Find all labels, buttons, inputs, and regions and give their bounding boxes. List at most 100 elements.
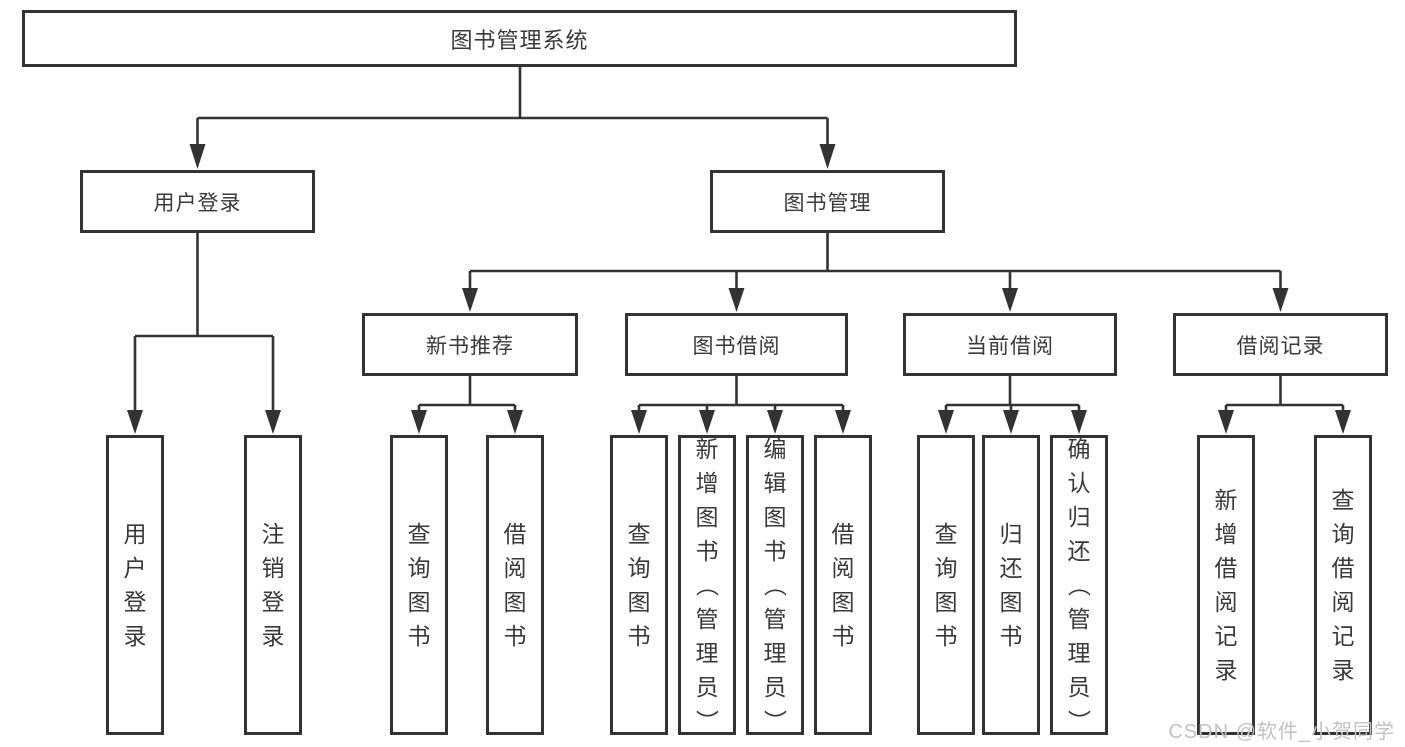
leaf-label-char: 图 <box>407 589 431 615</box>
leaf-label-char: 书 <box>999 623 1023 649</box>
leaf-label-char: 员 <box>1067 674 1091 700</box>
leaf-label-char: 记 <box>1331 623 1355 649</box>
leaf-label-char: 查 <box>407 521 431 547</box>
leaf-query-books-current: 查询图书 <box>917 435 975 735</box>
leaf-label-char: 理 <box>1067 640 1091 666</box>
leaf-label-char: 查 <box>627 521 651 547</box>
leaf-label-char: 图 <box>999 589 1023 615</box>
leaf-label-char: （ <box>762 573 788 597</box>
leaf-label-char: 借 <box>1214 555 1238 581</box>
leaf-label-char: 录 <box>261 623 285 649</box>
leaf-label-char: 归 <box>1067 504 1091 530</box>
leaf-label-char: 新 <box>1214 487 1238 513</box>
leaf-label-char: 还 <box>1067 538 1091 564</box>
leaf-add-borrow-record: 新增借阅记录 <box>1197 435 1255 735</box>
node-label: 图书借阅 <box>692 334 781 358</box>
leaf-label-char: 理 <box>695 640 719 666</box>
leaf-label-char: 认 <box>1067 470 1091 496</box>
leaf-label-char: 管 <box>695 606 719 632</box>
leaf-label-char: 书 <box>831 623 855 649</box>
leaf-label-char: 书 <box>934 623 958 649</box>
leaf-borrow-books-borrow: 借阅图书 <box>814 435 872 735</box>
leaf-query-books-recommend: 查询图书 <box>390 435 448 735</box>
node-book-management: 图书管理 <box>710 170 945 233</box>
leaf-label-char: ） <box>762 709 788 733</box>
leaf-label-char: 图 <box>627 589 651 615</box>
leaf-label-char: 记 <box>1214 623 1238 649</box>
node-user-login: 用户登录 <box>80 170 315 233</box>
leaf-label-char: 阅 <box>831 555 855 581</box>
leaf-label-char: 注 <box>261 521 285 547</box>
leaf-label-char: 借 <box>503 521 527 547</box>
leaf-label-char: 录 <box>1331 657 1355 683</box>
leaf-label-char: 阅 <box>503 555 527 581</box>
leaf-label-char: （ <box>694 573 720 597</box>
leaf-label-char: 书 <box>503 623 527 649</box>
leaf-label-char: 新 <box>695 436 719 462</box>
node-new-book-recommend: 新书推荐 <box>362 313 578 376</box>
leaf-label-char: 用 <box>123 521 147 547</box>
leaf-label-char: 查 <box>934 521 958 547</box>
leaf-label-char: 编 <box>763 436 787 462</box>
leaf-label-char: 借 <box>1331 555 1355 581</box>
leaf-borrow-books-recommend: 借阅图书 <box>486 435 544 735</box>
node-current-borrowing: 当前借阅 <box>903 313 1117 376</box>
leaf-label-char: 书 <box>763 538 787 564</box>
leaf-label-char: 户 <box>123 555 147 581</box>
leaf-add-book-admin: 新增图书 （ 管理员 ） <box>678 435 736 735</box>
leaf-label-char: 销 <box>261 555 285 581</box>
leaf-label-char: 归 <box>999 521 1023 547</box>
leaf-label-char: 阅 <box>1331 589 1355 615</box>
leaf-user-login: 用户登录 <box>106 435 164 735</box>
leaf-label-char: 录 <box>1214 657 1238 683</box>
leaf-label-char: （ <box>1066 573 1092 597</box>
leaf-label-char: 增 <box>695 470 719 496</box>
leaf-label-char: 还 <box>999 555 1023 581</box>
leaf-label-char: 书 <box>407 623 431 649</box>
leaf-label-char: 阅 <box>1214 589 1238 615</box>
leaf-label-char: 登 <box>123 589 147 615</box>
leaf-label-char: ） <box>694 709 720 733</box>
leaf-return-books: 归还图书 <box>982 435 1040 735</box>
leaf-logout: 注销登录 <box>244 435 302 735</box>
node-borrow-records: 借阅记录 <box>1173 313 1388 376</box>
node-label: 图书管理系统 <box>450 27 589 53</box>
leaf-label-char: 理 <box>763 640 787 666</box>
node-label: 图书管理 <box>783 191 872 215</box>
leaf-query-borrow-record: 查询借阅记录 <box>1314 435 1372 735</box>
leaf-label-char: 员 <box>763 674 787 700</box>
leaf-label-char: 管 <box>763 606 787 632</box>
leaf-label-char: 询 <box>407 555 431 581</box>
leaf-label-char: 增 <box>1214 521 1238 547</box>
node-book-borrowing: 图书借阅 <box>625 313 848 376</box>
leaf-label-char: 书 <box>695 538 719 564</box>
leaf-label-char: 询 <box>1331 521 1355 547</box>
leaf-edit-book-admin: 编辑图书 （ 管理员 ） <box>746 435 804 735</box>
leaf-label-char: ） <box>1066 709 1092 733</box>
leaf-label-char: 询 <box>627 555 651 581</box>
node-book-management-system: 图书管理系统 <box>22 10 1017 67</box>
leaf-query-books-borrow: 查询图书 <box>610 435 668 735</box>
leaf-label-char: 辑 <box>763 470 787 496</box>
leaf-label-char: 询 <box>934 555 958 581</box>
leaf-label-char: 录 <box>123 623 147 649</box>
leaf-label-char: 书 <box>627 623 651 649</box>
leaf-label-char: 借 <box>831 521 855 547</box>
leaf-label-char: 图 <box>934 589 958 615</box>
node-label: 当前借阅 <box>966 334 1054 358</box>
leaf-label-char: 查 <box>1331 487 1355 513</box>
leaf-label-char: 管 <box>1067 606 1091 632</box>
leaf-label-char: 图 <box>763 504 787 530</box>
leaf-label-char: 图 <box>831 589 855 615</box>
leaf-label-char: 员 <box>695 674 719 700</box>
leaf-label-char: 图 <box>695 504 719 530</box>
leaf-label-char: 图 <box>503 589 527 615</box>
node-label: 借阅记录 <box>1236 334 1325 358</box>
csdn-watermark: CSDN @软件_小贺同学 <box>1168 721 1395 743</box>
node-label: 新书推荐 <box>426 334 514 358</box>
node-label: 用户登录 <box>153 191 242 215</box>
leaf-label-char: 确 <box>1067 436 1091 462</box>
leaf-label-char: 登 <box>261 589 285 615</box>
